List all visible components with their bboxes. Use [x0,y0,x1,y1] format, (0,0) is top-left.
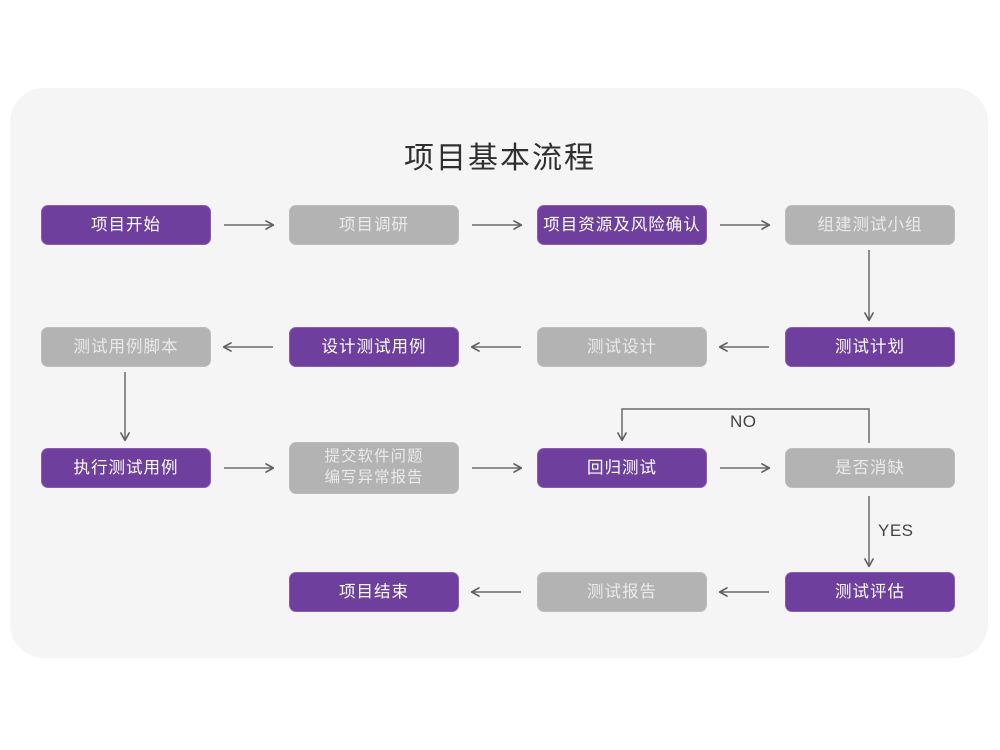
node-test-report[interactable]: 测试报告 [537,572,707,612]
node-regression-test[interactable]: 回归测试 [537,448,707,488]
node-test-design[interactable]: 测试设计 [537,327,707,367]
node-project-start[interactable]: 项目开始 [41,205,211,245]
edge-label-no: NO [730,412,757,431]
node-form-test-team[interactable]: 组建测试小组 [785,205,955,245]
node-project-end[interactable]: 项目结束 [289,572,459,612]
node-test-case-script[interactable]: 测试用例脚本 [41,327,211,367]
diagram-card [10,88,988,658]
node-submit-issue-report[interactable]: 提交软件问题 编写异常报告 [289,442,459,494]
node-test-evaluation[interactable]: 测试评估 [785,572,955,612]
node-resource-risk-confirm[interactable]: 项目资源及风险确认 [537,205,707,245]
node-execute-test-case[interactable]: 执行测试用例 [41,448,211,488]
node-project-research[interactable]: 项目调研 [289,205,459,245]
edge-label-yes: YES [878,521,914,540]
node-design-test-case[interactable]: 设计测试用例 [289,327,459,367]
node-test-plan[interactable]: 测试计划 [785,327,955,367]
page-title: 项目基本流程 [404,142,596,175]
node-defect-cleared[interactable]: 是否消缺 [785,448,955,488]
